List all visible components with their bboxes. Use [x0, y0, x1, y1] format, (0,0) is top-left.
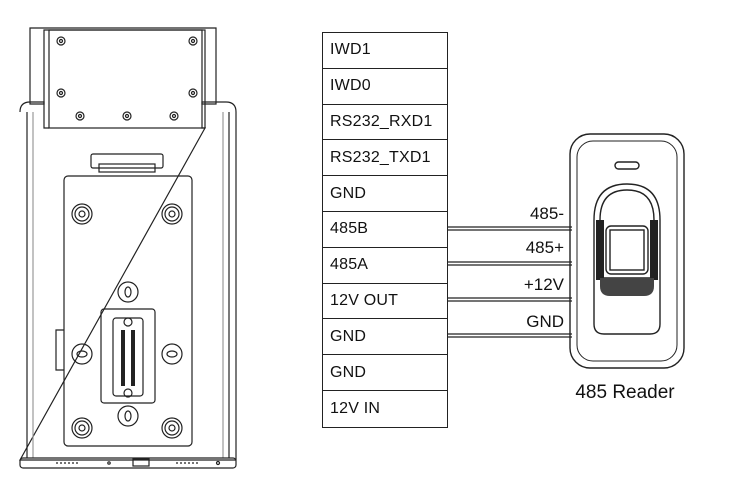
terminal-block: IWD1 IWD0 RS232_RXD1 RS232_TXD1 GND 485B…	[322, 32, 448, 428]
terminal-row: RS232_RXD1	[323, 105, 447, 141]
terminal-row: 12V IN	[330, 399, 381, 417]
terminal-row: GND	[323, 319, 447, 356]
terminal-row: GND	[323, 176, 447, 212]
wire-label-485-plus: 485+	[525, 238, 564, 257]
terminal-row: 485B	[323, 212, 447, 248]
terminal-row: IWD0	[323, 69, 447, 105]
terminal-row: RS232_TXD1	[323, 140, 447, 177]
terminal-row: GND	[323, 355, 447, 391]
fingerprint-reader	[569, 133, 685, 369]
wire-label-485-minus: 485-	[529, 204, 564, 223]
terminal-row: 485A	[323, 248, 447, 284]
terminal-row: 12V OUT	[323, 284, 447, 320]
reader-title: 485 Reader	[575, 382, 675, 403]
device-back-panel	[18, 27, 237, 469]
terminal-row: IWD1	[323, 33, 447, 69]
wire-label-gnd: GND	[526, 312, 564, 331]
wire-label-12v: +12V	[523, 275, 564, 294]
